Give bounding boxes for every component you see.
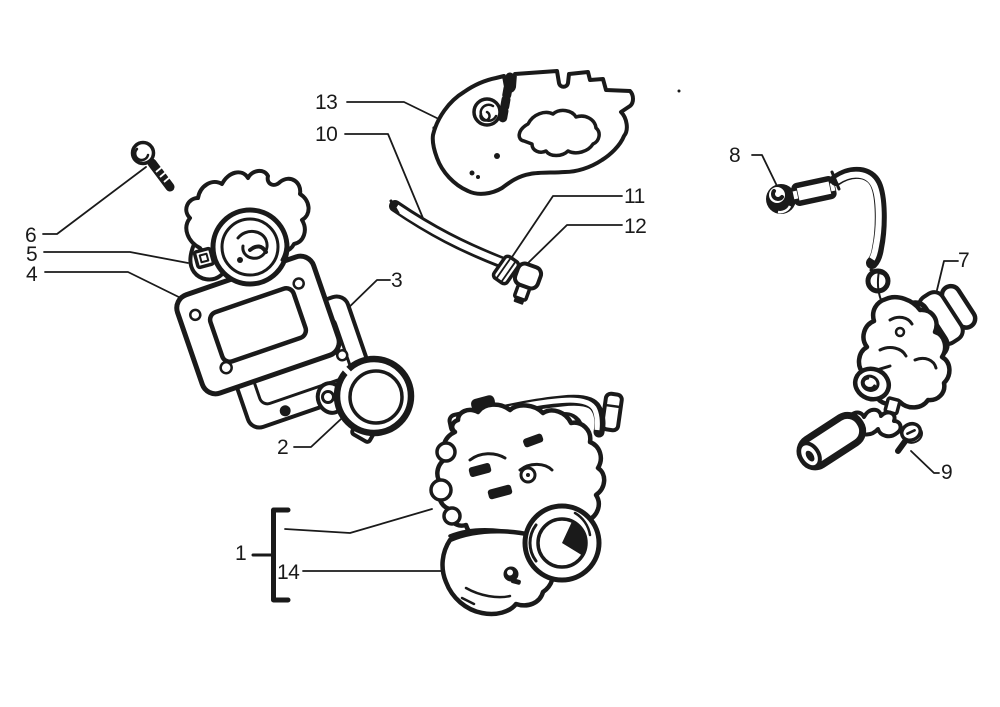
leader-line-10: [344, 133, 426, 224]
leader-line-4: [44, 271, 198, 307]
callout-4: 4: [26, 263, 38, 286]
part-gasket-4: [174, 253, 342, 397]
part-nut-8: [766, 184, 796, 214]
leader-line-2: [293, 418, 342, 448]
part-oil-pump-7: [852, 270, 978, 416]
leader-line-1: [284, 508, 433, 534]
callout-2: 2: [277, 436, 289, 459]
callout-14: 14: [277, 561, 300, 584]
leader-line-8: [751, 154, 778, 187]
part-pipe-segment: [791, 176, 837, 206]
part-clamp-2: [315, 355, 415, 444]
leader-line-3: [340, 279, 391, 316]
callout-9: 9: [941, 461, 953, 484]
leader-line-11: [509, 195, 623, 261]
callout-11: 11: [624, 185, 645, 208]
group-bracket-1: [251, 507, 291, 603]
part-heat-shield-13: [430, 69, 681, 196]
part-elbow-fitting-12: [512, 261, 544, 305]
leader-line-9: [910, 450, 940, 474]
callout-1: 1: [235, 542, 247, 565]
callout-13: 13: [315, 91, 338, 114]
callout-6: 6: [25, 224, 37, 247]
part-ring-nut-11: [491, 254, 521, 286]
carburetor-intake-bell: [522, 503, 602, 583]
callout-7: 7: [958, 249, 970, 272]
leader-lines: [42, 101, 959, 572]
part-carburetor-1: [429, 391, 624, 617]
callout-8: 8: [729, 144, 741, 167]
callout-10: 10: [315, 123, 338, 146]
part-sleeve-cylinder: [796, 411, 867, 471]
callout-3: 3: [391, 269, 403, 292]
part-screw-9: [895, 421, 923, 454]
part-bolt-6: [130, 140, 175, 192]
callout-12: 12: [624, 215, 647, 238]
leader-line-12: [526, 224, 623, 265]
part-oil-hose-10: [389, 199, 512, 270]
leader-line-5: [43, 251, 189, 264]
leader-line-13: [346, 101, 450, 125]
leader-line-6: [42, 166, 147, 235]
part-intake-manifold-5: [184, 169, 311, 287]
leader-line-7: [936, 260, 959, 291]
callout-5: 5: [26, 243, 38, 266]
